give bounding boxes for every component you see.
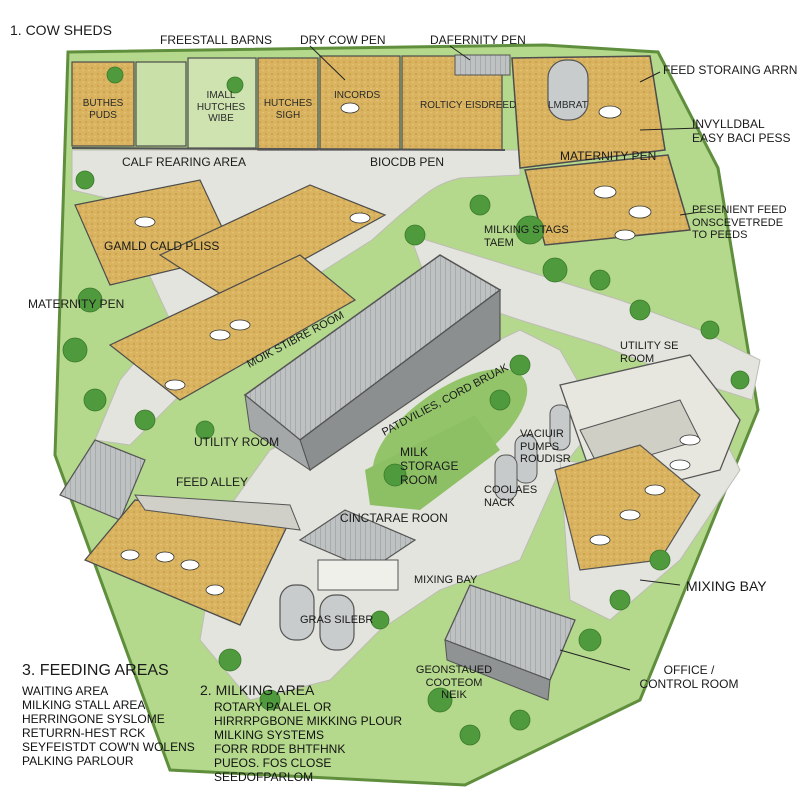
trees [62,66,750,746]
milking-list-item: FORR RDDE BHTFHNK [214,742,346,756]
cow-sheds [71,54,511,151]
label-feed-alley: FEED ALLEY [176,475,249,489]
cows [120,102,701,596]
label-lmbrat: LMBRAT [548,100,588,111]
milking-list: ROTARY PAALEL OR HIRRRPGBONE MIKKING PLO… [214,700,402,784]
milking-list-item: SEEDOFPARLOM [214,770,314,784]
feeding-list: WAITING AREA MILKING STALL AREA HERRINGO… [22,684,195,768]
feeding-list-item: WAITING AREA [22,684,109,698]
pavilion [298,509,417,591]
leader-lines [309,45,701,671]
label-imall-hutches: IMALL HUTCHES WIBE [196,90,246,124]
label-milking-stags: MILKING STAGS TAEM [484,224,569,249]
label-butches-puds: BUTHES PUDS [82,98,124,121]
label-mixing-bay-small: MIXING BAY [414,574,478,586]
label-geonstaued: GEONSTAUED COOTEOM NEIK [415,664,493,702]
utility-compound [494,354,741,571]
label-gras-silebr: GRAS SILEBR [300,614,374,626]
silos [279,584,355,651]
milking-list-item: ROTARY PAALEL OR [214,700,332,714]
label-feeding-areas: 3. FEEDING AREAS [22,662,169,679]
label-milking-area: 2. MILKING AREA [200,682,315,698]
milking-list-item: PUEOS. FOS CLOSE [214,756,332,770]
label-dry-cow-pen: DRY COW PEN [300,33,386,47]
milking-list-item: HIRRRPGBONE MIKKING PLOUR [214,714,403,728]
label-office: OFFICE / CONTROL ROOM [639,663,739,691]
label-vaciuir: VACIUIR PUMPS ROUDISR [520,428,571,466]
feeding-list-item: MILKING STALL AREA [22,698,146,712]
feeding-list-item: HERRINGONE SYSLOME [22,712,165,726]
maternity-pen-right [511,55,691,246]
label-utility-se-room: UTILITY SE ROOM [620,340,679,365]
label-utility-room: UTILITY ROOM [194,435,280,449]
label-calf-rearing: CALF REARING AREA [122,155,247,169]
feeding-list-item: PALKING PARLOUR [22,754,134,768]
label-pesenient: PESENIENT FEED ONSCEVETREDE TO PEEDS [692,204,787,242]
main-shed [243,254,502,472]
label-mixing-bay: MIXING BAY [686,578,767,594]
label-cow-sheds: 1. COW SHEDS [10,22,112,38]
label-maternity-pen-left: MATERNITY PEN [28,297,125,311]
label-biocdb-pen: BIOCDB PEN [370,155,445,169]
label-maternity-pen-right: MATERNITY PEN [560,149,657,163]
label-gamld-cald: GAMLD CALD PLISS [104,239,220,253]
label-hutches-sigh: HUTCHES SIGH [263,98,313,121]
feeding-list-item: RETURRN-HEST RCK [22,726,146,740]
label-rolticy: ROLTICY EISDREED [420,100,517,111]
label-freestall-barns: FREESTALL BARNS [160,33,273,47]
label-cinctarae: CINCTARAE ROON [340,511,448,525]
label-feed-storaing: FEED STORAING ARRN [663,63,798,77]
label-dafernity-pen: DAFERNITY PEN [430,33,526,47]
label-invyllbal: INVYLLDBAL EASY BACI PESS [692,117,791,145]
milking-list-item: MILKING SYSTEMS [214,728,325,742]
label-incords: INCORDS [334,90,381,101]
green-islands [365,368,528,510]
label-milk-storage: MILK STORAGE ROOM [400,445,459,487]
feeding-list-item: SEYFEISTDT COW'N WOLENS [22,740,195,754]
office-block [444,584,576,701]
label-coolaes: COOLAES NACK [484,484,538,509]
